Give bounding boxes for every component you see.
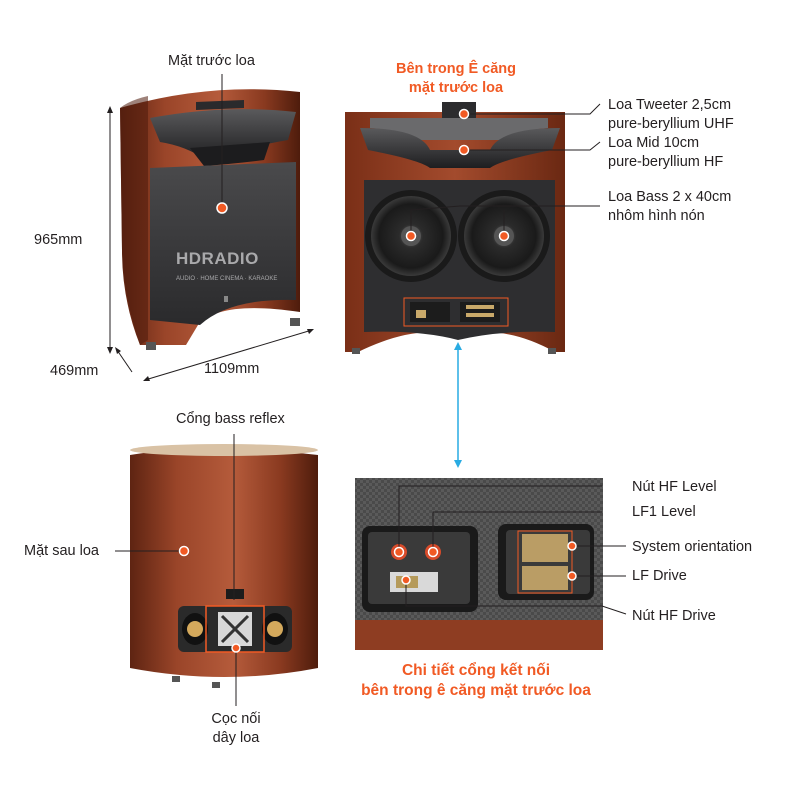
inside-title-line1: Bên trong Ê căng	[395, 61, 517, 77]
zoom-arrow	[454, 342, 462, 468]
front-marker-dot	[216, 202, 228, 214]
lf-drive-label: LF Drive	[632, 568, 687, 584]
lf1-level-label: LF1 Level	[632, 504, 696, 520]
dimension-lines	[107, 106, 314, 381]
hf-drive-label: Nút HF Drive	[632, 608, 716, 624]
front-speaker-image	[120, 89, 300, 350]
bass-reflex-label: Cổng bass reflex	[176, 411, 285, 427]
connector-detail-image	[355, 478, 603, 650]
watermark-subtitle: AUDIO · HOME CINEMA · KARAOKE	[176, 276, 278, 282]
mid-label-line2: pure-beryllium HF	[608, 154, 724, 170]
inside-callouts	[405, 103, 601, 242]
tweeter-label-line1: Loa Tweeter 2,5cm	[608, 97, 732, 113]
watermark-logo: HDRADIO	[176, 249, 259, 268]
front-label: Mặt trước loa	[168, 53, 255, 69]
detail-title-line2: bên trong ê căng mặt trước loa	[361, 682, 591, 699]
width-dimension: 1109mm	[204, 361, 260, 377]
mid-label-line1: Loa Mid 10cm	[608, 135, 700, 151]
height-dimension: 965mm	[34, 232, 83, 248]
terminal-label-line2: dây loa	[212, 730, 260, 746]
inside-speaker-image	[345, 102, 565, 354]
inside-title-line2: mặt trước loa	[408, 80, 504, 96]
rear-speaker-image	[130, 444, 318, 688]
depth-dimension: 469mm	[50, 363, 99, 379]
bass-label-line1: Loa Bass 2 x 40cm	[608, 189, 732, 205]
system-orientation-label: System orientation	[632, 539, 753, 555]
terminal-label-line1: Cọc nối	[211, 711, 261, 727]
rear-label: Mặt sau loa	[24, 543, 99, 559]
detail-callouts	[393, 485, 627, 615]
bass-label-line2: nhôm hình nón	[608, 208, 705, 224]
hf-level-label: Nút HF Level	[632, 479, 717, 495]
tweeter-label-line2: pure-beryllium UHF	[608, 116, 734, 132]
detail-title-line1: Chi tiết cổng kết nối	[401, 662, 551, 679]
